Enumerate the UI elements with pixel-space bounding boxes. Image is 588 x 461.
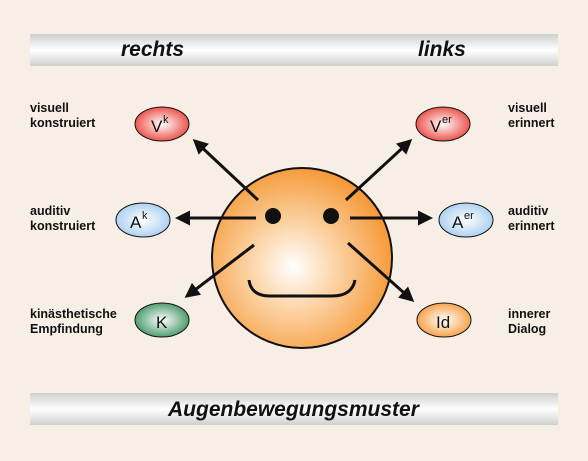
label-visuell-konstruiert: visuell konstruiert [30, 101, 96, 130]
arrow-to-id [347, 241, 415, 302]
right-eye [323, 208, 339, 224]
left-eye [265, 208, 281, 224]
node-aer-sup: er [464, 210, 474, 222]
node-vk-base: V [151, 117, 163, 136]
node-ver: V er [415, 106, 471, 142]
smile-mouth [247, 279, 357, 298]
node-ak-sup: k [142, 210, 148, 222]
node-k: K [134, 302, 190, 338]
node-k-base: K [156, 313, 168, 332]
header-left-label: rechts [121, 38, 185, 61]
node-ver-sup: er [442, 114, 452, 126]
node-vk-sup: k [163, 114, 169, 126]
arrow-to-vk [192, 138, 260, 202]
smiley-face [211, 167, 393, 349]
node-aer: A er [438, 202, 494, 238]
arrow-to-k [184, 243, 255, 298]
header-bar [30, 34, 558, 66]
footer-title: Augenbewegungsmuster [168, 398, 419, 421]
node-ak: A k [115, 202, 171, 238]
arrow-to-ver [344, 138, 413, 202]
node-vk: V k [134, 106, 190, 142]
label-kinaesthetische-empfindung: kinästhetische Empfindung [30, 307, 117, 336]
footer-bar [30, 393, 558, 425]
header-right-label: links [418, 38, 466, 61]
label-auditiv-erinnert: auditiv erinnert [508, 204, 555, 233]
node-id: Id [416, 302, 472, 338]
label-auditiv-konstruiert: auditiv konstruiert [30, 204, 96, 233]
label-innerer-dialog: innerer Dialog [508, 307, 551, 336]
node-id-base: Id [436, 313, 450, 332]
node-ver-base: V [430, 117, 442, 136]
node-ak-base: A [130, 213, 142, 232]
node-aer-base: A [452, 213, 464, 232]
label-visuell-erinnert: visuell erinnert [508, 101, 555, 130]
